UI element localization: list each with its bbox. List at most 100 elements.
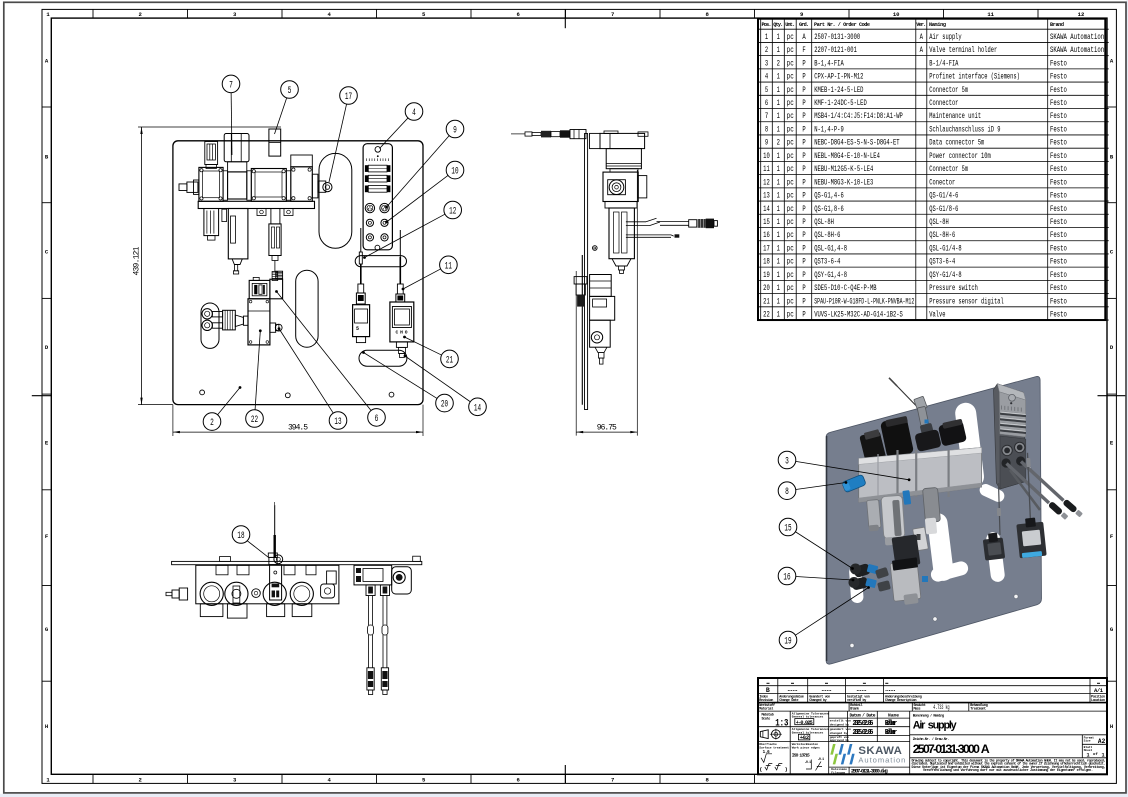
svg-text:pc: pc	[787, 245, 794, 254]
svg-text:QSL-G1/4-8: QSL-G1/4-8	[929, 244, 961, 254]
svg-text:pc: pc	[787, 192, 794, 201]
svg-text:P: P	[802, 73, 805, 82]
svg-text:P: P	[802, 165, 805, 174]
svg-text:SKAWA Automation: SKAWA Automation	[1050, 33, 1104, 42]
svg-text:8: 8	[765, 126, 768, 135]
svg-text:G: G	[45, 626, 49, 633]
svg-text:QSY-G1,4-8: QSY-G1,4-8	[814, 271, 847, 280]
svg-text:15: 15	[784, 523, 791, 534]
svg-text:2025.02.06: 2025.02.06	[852, 729, 873, 737]
svg-text:16: 16	[763, 231, 770, 240]
svg-text:21: 21	[763, 297, 770, 306]
svg-text:P: P	[802, 126, 805, 135]
svg-text:......: ......	[821, 686, 833, 693]
svg-text:Festo: Festo	[1050, 231, 1067, 240]
svg-text:Bellner: Bellner	[885, 729, 898, 737]
svg-text:ISO 13715: ISO 13715	[792, 753, 810, 759]
svg-text:2207-0121-001: 2207-0121-001	[814, 46, 857, 55]
svg-text:pc: pc	[787, 165, 794, 174]
svg-text:Behandlung: Behandlung	[970, 703, 988, 708]
svg-text:SKAWA Automation: SKAWA Automation	[1050, 46, 1104, 55]
svg-text:B: B	[1110, 153, 1114, 160]
svg-text:Mass: Mass	[914, 708, 921, 712]
svg-text:pc: pc	[787, 258, 794, 267]
svg-text:Dateiname: Dateiname	[831, 767, 847, 771]
svg-text:Festo: Festo	[1050, 284, 1067, 293]
svg-text:Drawing subject to copyright.: Drawing subject to copyright. This docum…	[912, 758, 1106, 763]
svg-text:(: (	[759, 766, 762, 773]
svg-text:14: 14	[474, 403, 481, 414]
svg-text:10: 10	[451, 166, 458, 177]
svg-text:1: 1	[777, 112, 780, 121]
svg-text:9: 9	[765, 139, 768, 148]
svg-text:2507-0131-3000.dwg: 2507-0131-3000.dwg	[851, 768, 889, 775]
svg-text:P: P	[802, 284, 805, 293]
svg-text:Change Date: Change Date	[779, 698, 798, 703]
svg-text:Festo: Festo	[1050, 192, 1067, 201]
svg-text:pc: pc	[787, 284, 794, 293]
svg-text:QSL-8H-6: QSL-8H-6	[929, 231, 955, 241]
svg-text:96.75: 96.75	[597, 424, 617, 433]
svg-text:approved by: approved by	[830, 738, 849, 742]
svg-text:2025.02.06: 2025.02.06	[852, 720, 873, 728]
svg-text:P: P	[802, 231, 805, 240]
svg-text:E: E	[1110, 440, 1114, 447]
svg-text:12: 12	[763, 178, 770, 187]
svg-text:19: 19	[763, 271, 770, 280]
svg-text:2: 2	[139, 777, 143, 784]
svg-text:Bellner: Bellner	[885, 720, 898, 728]
svg-text:Brand: Brand	[1050, 22, 1064, 28]
svg-text:2: 2	[777, 59, 780, 68]
svg-text:18: 18	[237, 531, 244, 542]
svg-text:A2: A2	[1098, 738, 1106, 745]
svg-text:F: F	[802, 46, 805, 55]
svg-text:Air supply: Air supply	[913, 719, 957, 731]
svg-text:Valve terminal holder: Valve terminal holder	[929, 46, 997, 56]
svg-text:1: 1	[765, 33, 768, 42]
svg-text:3: 3	[765, 59, 768, 68]
svg-text:9: 9	[800, 11, 804, 18]
svg-text:1: 1	[777, 73, 780, 82]
svg-text:Festo: Festo	[1050, 178, 1067, 187]
svg-text:pc: pc	[787, 99, 794, 108]
svg-text:1: 1	[777, 258, 780, 267]
svg-text:pc: pc	[787, 33, 794, 42]
svg-text:13: 13	[334, 417, 341, 428]
svg-text:Automation: Automation	[858, 756, 905, 765]
svg-text:B: B	[766, 687, 770, 694]
svg-text:1: 1	[777, 33, 780, 42]
svg-text:designed by: designed by	[830, 723, 849, 727]
svg-text:7: 7	[611, 777, 614, 784]
svg-text:1: 1	[777, 192, 780, 201]
svg-text:2: 2	[777, 139, 780, 148]
svg-text:1: 1	[777, 311, 780, 320]
svg-text:+-0.025: +-0.025	[796, 720, 813, 726]
svg-text:pc: pc	[787, 152, 794, 161]
svg-text:5: 5	[422, 777, 426, 784]
svg-text:1: 1	[777, 231, 780, 240]
svg-text:Anderungsbeschreibung: Anderungsbeschreibung	[885, 694, 922, 699]
svg-text:1: 1	[1102, 752, 1105, 758]
svg-text:7: 7	[611, 11, 614, 18]
svg-text:QSL-8H: QSL-8H	[814, 218, 834, 227]
svg-text:P: P	[802, 218, 805, 227]
svg-text:8: 8	[785, 487, 789, 498]
svg-text:KMF-1-24DC-5-LED: KMF-1-24DC-5-LED	[814, 99, 867, 108]
svg-text:G: G	[1110, 626, 1114, 633]
svg-text:F: F	[45, 533, 49, 540]
svg-text:pc: pc	[787, 60, 794, 69]
svg-text:P: P	[802, 152, 805, 161]
svg-text:Festo: Festo	[1050, 112, 1067, 121]
svg-text:Allgemeine Toleranzen: Allgemeine Toleranzen	[792, 727, 829, 731]
svg-text:QSL-8H-6: QSL-8H-6	[814, 231, 840, 240]
svg-text:A: A	[45, 57, 49, 64]
svg-text:B: B	[45, 153, 49, 160]
svg-text:5: 5	[765, 86, 768, 95]
svg-text:Werkstuckkanten: Werkstuckkanten	[792, 742, 818, 746]
svg-text:3: 3	[233, 777, 237, 784]
svg-text:11: 11	[987, 11, 994, 18]
svg-text:8: 8	[706, 11, 710, 18]
svg-text:P: P	[802, 311, 805, 320]
svg-text:1: 1	[777, 218, 780, 227]
svg-text:......: ......	[787, 686, 799, 693]
